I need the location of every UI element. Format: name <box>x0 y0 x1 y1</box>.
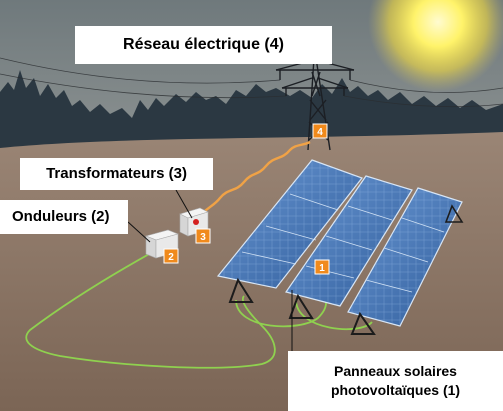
badge-transformateur: 3 <box>195 228 211 244</box>
ac-cable <box>197 140 311 219</box>
pointer-lines <box>127 189 293 352</box>
label-onduleurs: Onduleurs (2) <box>0 200 128 234</box>
badge-reseau: 4 <box>312 123 328 139</box>
label-reseau-electrique: Réseau électrique (4) <box>75 26 332 64</box>
svg-text:2: 2 <box>168 252 174 263</box>
badge-onduleur: 2 <box>163 248 179 264</box>
sun-icon <box>368 0 503 92</box>
label-panneaux-solaires: Panneaux solaires photovoltaïques (1) <box>288 351 503 411</box>
solar-panel-row-3 <box>347 187 464 335</box>
svg-text:1: 1 <box>319 263 325 274</box>
svg-text:3: 3 <box>200 232 206 243</box>
label-transformateurs: Transformateurs (3) <box>20 158 213 190</box>
solar-panel-row-1 <box>216 159 363 303</box>
badge-panneaux: 1 <box>314 259 330 275</box>
svg-text:4: 4 <box>317 127 323 138</box>
label-panneaux-line-2: photovoltaïques (1) <box>330 382 461 398</box>
label-panneaux-line-1: Panneaux solaires <box>334 363 457 379</box>
tree-line <box>0 70 503 150</box>
power-lines <box>0 57 503 108</box>
